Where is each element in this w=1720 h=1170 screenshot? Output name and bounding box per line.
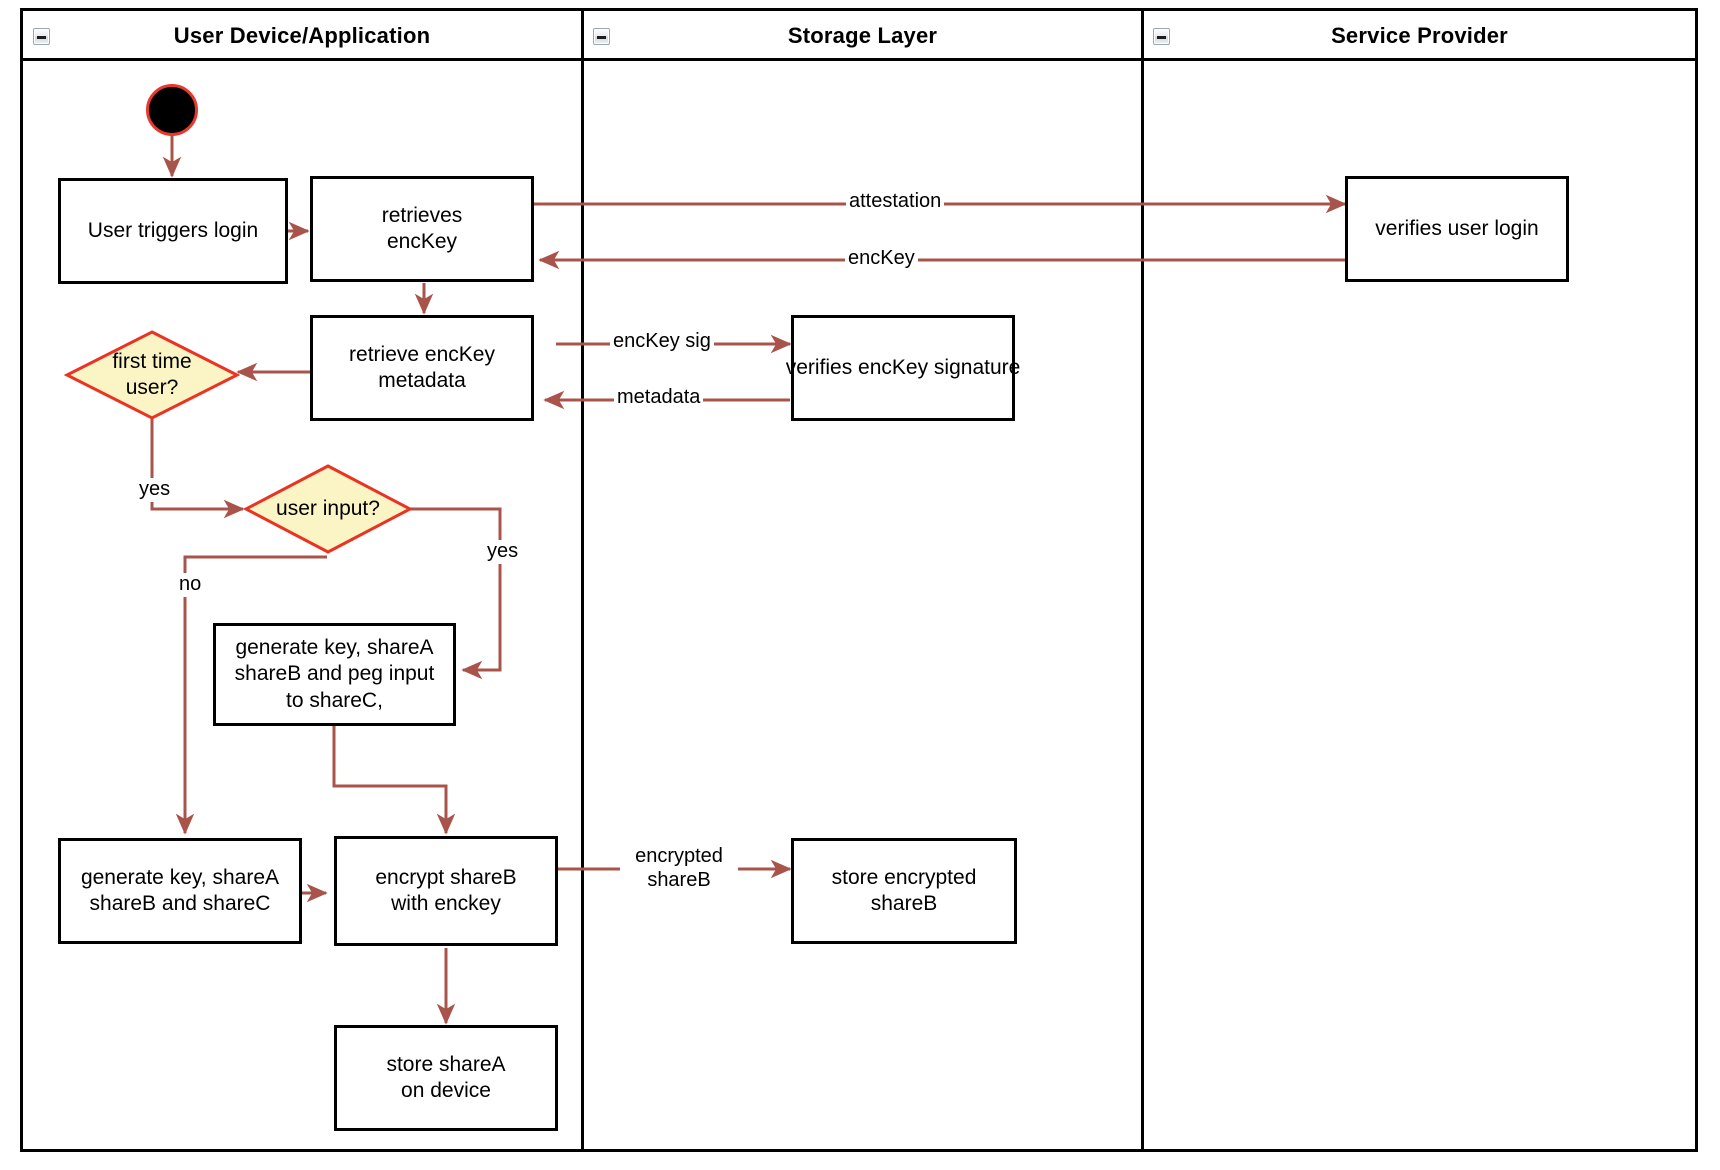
edge-label-metadata: metadata	[614, 386, 704, 410]
activity-encrypt-shareb[interactable]: encrypt shareB with enckey	[334, 836, 558, 946]
activity-verifies-user-login[interactable]: verifies user login	[1345, 176, 1569, 282]
collapse-minus-icon-storage-layer[interactable]	[593, 28, 610, 45]
collapse-minus-icon-service-provider[interactable]	[1153, 28, 1170, 45]
edge-label-user-input-no: no	[176, 573, 205, 597]
activity-generate-key-peg-input[interactable]: generate key, shareA shareB and peg inpu…	[213, 623, 456, 726]
lane-title-service-provider: Service Provider	[1331, 23, 1508, 48]
lane-divider-2	[1141, 11, 1144, 1149]
activity-store-encrypted-shareb[interactable]: store encrypted shareB	[791, 838, 1017, 944]
edge-label-enckey-sig: encKey sig	[610, 330, 714, 354]
edge-label-encrypted-shareb: encrypted shareB	[620, 845, 738, 893]
activity-generate-key-shares[interactable]: generate key, shareA shareB and shareC	[58, 838, 302, 944]
activity-user-triggers-login[interactable]: User triggers login	[58, 178, 288, 284]
edge-label-user-input-yes: yes	[484, 540, 522, 564]
lane-title-user-device: User Device/Application	[173, 23, 431, 48]
decision-user-input[interactable]: user input?	[242, 463, 414, 555]
collapse-minus-icon-user-device[interactable]	[33, 28, 50, 45]
edge-label-attestation: attestation	[846, 190, 945, 214]
edge-label-first-time-yes: yes	[136, 478, 174, 502]
decision-first-time-user[interactable]: first time user?	[63, 329, 241, 421]
activity-verifies-enckey-signature[interactable]: verifies encKey signature	[786, 315, 1020, 421]
lane-title-storage-layer: Storage Layer	[787, 23, 938, 48]
lane-divider-1	[581, 11, 584, 1149]
activity-retrieve-enckey-metadata[interactable]: retrieve encKey metadata	[310, 315, 534, 421]
lane-header-row	[23, 11, 1695, 61]
activity-retrieves-enckey[interactable]: retrieves encKey	[310, 176, 534, 282]
activity-store-sharea-on-device[interactable]: store shareA on device	[334, 1025, 558, 1131]
start-node-icon	[146, 84, 198, 136]
edge-label-enckey: encKey	[845, 247, 918, 271]
